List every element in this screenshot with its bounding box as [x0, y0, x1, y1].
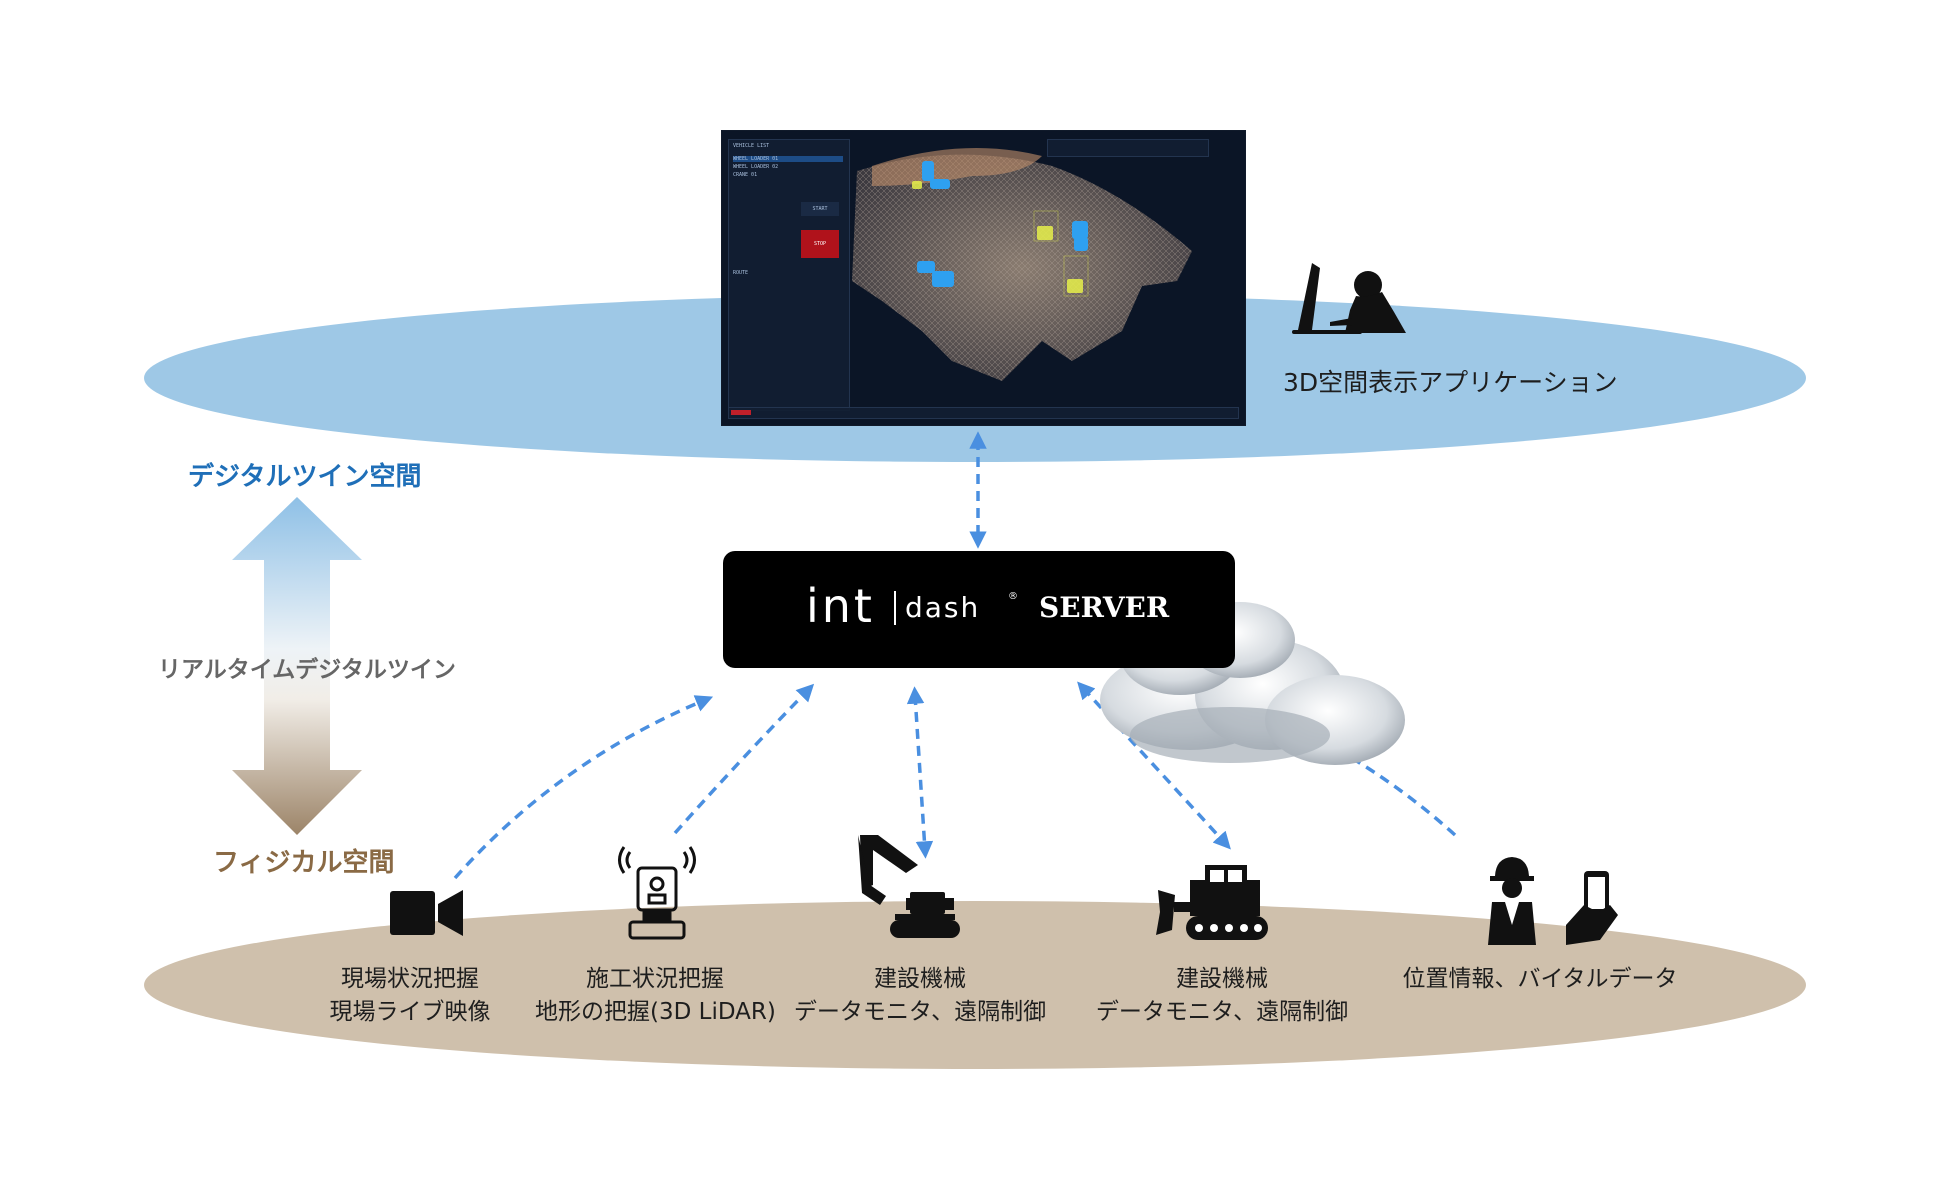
vehicle-item[interactable]: CRANE 01 [733, 172, 758, 178]
physical-space-plane [144, 901, 1806, 1069]
status-bar [728, 407, 1239, 419]
live-badge [731, 410, 751, 415]
device-caption-camera: 現場状況把握 現場ライブ映像 [325, 963, 495, 1029]
start-button[interactable]: START [801, 202, 839, 216]
physical-space-label: フィジカル空間 [213, 848, 395, 878]
device-caption-lidar: 施工状況把握 地形の把握(3D LiDAR) [535, 963, 776, 1029]
vehicle-list-panel: VEHICLE LIST WHEEL LOADER 01 WHEEL LOADE… [728, 139, 850, 411]
intdash-logo-dash: dash [905, 591, 981, 624]
caption-line: 現場ライブ映像 [329, 999, 491, 1025]
intdash-server: int dash ® SERVER [723, 551, 1235, 668]
worker-phone-icon [1488, 857, 1618, 945]
lidar-arrow [673, 683, 815, 835]
device-caption-bulldozer: 建設機械 データモニタ、遠隔制御 [1092, 963, 1352, 1029]
caption-line: データモニタ、遠隔制御 [1095, 999, 1349, 1025]
caption-line: 位置情報、バイタルデータ [1402, 966, 1678, 992]
video-camera-icon [390, 890, 463, 936]
caption-line: 施工状況把握 [586, 966, 724, 992]
caption-line: 建設機械 [1176, 966, 1268, 992]
vehicle-item[interactable]: WHEEL LOADER 01 [733, 156, 843, 162]
route-label: ROUTE [733, 270, 749, 276]
excavator-arrow [906, 686, 934, 859]
caption-line: 地形の把握(3D LiDAR) [535, 999, 776, 1025]
panel-title: VEHICLE LIST [733, 143, 770, 149]
camera-arrow [453, 695, 714, 880]
stop-button[interactable]: STOP [801, 230, 839, 258]
caption-line: データモニタ、遠隔制御 [793, 999, 1047, 1025]
intdash-logo-int: int [806, 579, 875, 633]
device-caption-excavator: 建設機械 データモニタ、遠隔制御 [790, 963, 1050, 1029]
server-label: SERVER [1039, 591, 1170, 624]
intdash-logo-divider [894, 591, 896, 625]
coordinate-bar [1047, 139, 1209, 157]
bulldozer-icon [1156, 865, 1268, 940]
terrain-view [852, 148, 1192, 381]
caption-line: 現場状況把握 [341, 966, 479, 992]
vehicle-item[interactable]: WHEEL LOADER 02 [733, 164, 779, 170]
realtime-twin-label: リアルタイムデジタルツイン [158, 657, 456, 683]
caption-line: 建設機械 [874, 966, 966, 992]
excavator-icon [858, 835, 960, 938]
digital-space-label: デジタルツイン空間 [188, 462, 422, 492]
lidar-scanner-icon [618, 846, 696, 940]
app-screenshot: VEHICLE LIST WHEEL LOADER 01 WHEEL LOADE… [721, 130, 1246, 426]
device-caption-worker: 位置情報、バイタルデータ [1400, 963, 1680, 996]
app-label: 3D空間表示アプリケーション [1283, 368, 1618, 397]
registered-mark: ® [1008, 591, 1018, 602]
realtime-twin-double-arrow [232, 497, 362, 835]
operator-workstation-icon [1292, 263, 1406, 334]
